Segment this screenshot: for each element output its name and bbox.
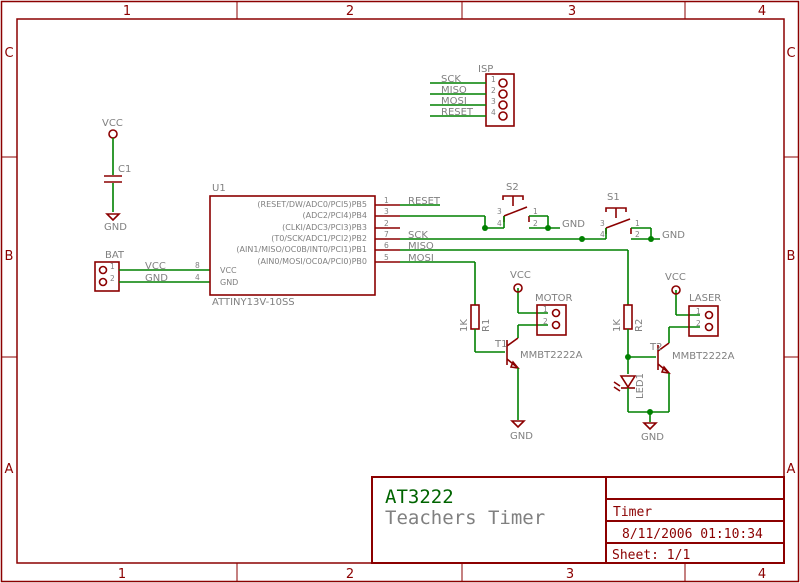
row-label-right: A: [787, 462, 796, 477]
row-label-left: C: [4, 46, 13, 61]
column-label-bottom: 1: [118, 567, 126, 582]
column-label-bottom: 4: [758, 567, 766, 582]
battery-connector: BAT 1 2 VCC GND 8 4: [94, 250, 210, 292]
u1-net-miso: MISO: [408, 241, 434, 252]
u1-pin-num: 5: [384, 253, 389, 262]
s1-ref: S1: [607, 192, 620, 203]
row-label-left: A: [5, 462, 14, 477]
project-subtitle: Teachers Timer: [385, 507, 545, 529]
led1-ref: LED1: [635, 373, 646, 399]
bat-pin-1: 1: [110, 262, 115, 271]
u1-net-sck: SCK: [408, 230, 428, 241]
laser-pin-1: 1: [696, 307, 701, 316]
u1-pin-num: 6: [384, 241, 389, 250]
u1-pin-8: 8: [195, 261, 200, 270]
row-label-right: B: [787, 249, 796, 264]
u1-net-reset: RESET: [408, 196, 441, 207]
r1-value: 1K: [459, 319, 470, 332]
column-label-bottom: 2: [346, 567, 354, 582]
u1-pin-pb1: (AIN1/MISO/OC0B/INT0/PCI1)PB1: [236, 245, 367, 254]
microcontroller-u1: U1 (RESET/DW/ADC0/PCI5)PB5 (ADC2/PCI4)PB…: [209, 183, 628, 308]
isp-net-mosi: MOSI: [441, 96, 467, 107]
isp-header: ISP SCK MISO MOSI RESET 1 2 3 4: [430, 64, 515, 127]
project-title: AT3222: [385, 486, 454, 508]
c1-vcc-label: VCC: [102, 118, 123, 129]
column-label-top: 2: [346, 4, 354, 19]
title-block: AT3222 Teachers Timer Timer 8/11/2006 01…: [371, 476, 785, 564]
column-label-bottom: 3: [566, 567, 574, 582]
column-label-top: 1: [123, 4, 131, 19]
motor-pin-2: 2: [543, 317, 548, 326]
isp-pin-2: 2: [491, 86, 496, 95]
laser-pin-2: 2: [696, 319, 701, 328]
isp-pin-4: 4: [491, 108, 496, 117]
u1-pin-num: 7: [384, 230, 389, 239]
u1-part-number: ATTINY13V-10SS: [212, 297, 295, 308]
u1-power-gnd: GND: [220, 278, 238, 287]
bat-net-gnd: GND: [145, 273, 168, 284]
r2-ref: R2: [634, 319, 645, 332]
u1-pin-4: 4: [195, 273, 200, 282]
switch-s1: S1 3 1 4 2 GND: [579, 192, 685, 242]
bat-ref: BAT: [105, 250, 125, 261]
s2-pin: 2: [533, 219, 538, 228]
column-label-top: 3: [568, 4, 576, 19]
s2-gnd-label: GND: [562, 219, 585, 230]
capacitor-c1: VCC C1 GND: [102, 118, 131, 233]
bat-net-vcc: VCC: [145, 261, 166, 272]
isp-pin-3: 3: [491, 97, 496, 106]
bat-pin-2: 2: [110, 274, 115, 283]
sheet-name: Timer: [613, 505, 652, 520]
isp-net-sck: SCK: [441, 74, 461, 85]
u1-pin-pb4: (ADC2/PCI4)PB4: [302, 211, 367, 220]
motor-driver: 1K R1 T1 MMBT2222A VCC MOTOR 1 2 GND: [459, 262, 583, 442]
s1-pin: 4: [600, 230, 605, 239]
t1-ref: T1: [494, 339, 507, 350]
u1-net-mosi: MOSI: [408, 253, 434, 264]
u1-pin-num: 1: [384, 196, 389, 205]
row-label-left: B: [5, 249, 14, 264]
motor-gnd-label: GND: [510, 431, 533, 442]
s2-ref: S2: [506, 182, 519, 193]
s1-gnd-label: GND: [662, 230, 685, 241]
s2-pin: 4: [497, 219, 502, 228]
c1-ref: C1: [118, 164, 131, 175]
motor-pin-1: 1: [543, 305, 548, 314]
u1-pin-pb5: (RESET/DW/ADC0/PCI5)PB5: [257, 200, 367, 209]
s1-pin: 3: [600, 219, 605, 228]
isp-pin-1: 1: [491, 75, 496, 84]
isp-ref: ISP: [478, 64, 493, 75]
u1-pin-pb3: (CLKI/ADC3/PCI3)PB3: [282, 223, 367, 232]
laser-vcc-label: VCC: [665, 272, 686, 283]
column-label-top: 4: [758, 4, 766, 19]
motor-ref: MOTOR: [535, 293, 572, 304]
row-label-right: C: [786, 46, 795, 61]
s1-pin: 2: [635, 230, 640, 239]
u1-power-vcc: VCC: [220, 266, 237, 275]
laser-driver: 1K R2 LED1 T2 MMBT2222A VCC LASER 1: [612, 250, 735, 443]
laser-gnd-label: GND: [641, 432, 664, 443]
laser-ref: LASER: [689, 293, 721, 304]
c1-gnd-label: GND: [104, 222, 127, 233]
t1-part: MMBT2222A: [520, 350, 583, 361]
s2-pin: 3: [497, 207, 502, 216]
t2-part: MMBT2222A: [672, 351, 735, 362]
u1-pin-pb2: (T0/SCK/ADC1/PCI2)PB2: [271, 234, 367, 243]
isp-net-reset: RESET: [441, 107, 474, 118]
u1-pin-num: 3: [384, 207, 389, 216]
t2-ref: T2: [649, 342, 662, 353]
isp-net-miso: MISO: [441, 85, 467, 96]
s2-pin: 1: [533, 207, 538, 216]
switch-s2: S2 3 1 4 2 GND: [482, 182, 585, 231]
u1-pin-num: 2: [384, 219, 389, 228]
sheet-number: Sheet: 1/1: [612, 548, 690, 563]
s1-pin: 1: [635, 219, 640, 228]
motor-vcc-label: VCC: [510, 270, 531, 281]
u1-ref: U1: [212, 183, 226, 194]
r2-value: 1K: [612, 319, 623, 332]
sheet-date: 8/11/2006 01:10:34: [622, 527, 763, 542]
u1-pin-pb0: (AIN0/MOSI/OC0A/PCI0)PB0: [257, 257, 367, 266]
r1-ref: R1: [481, 319, 492, 332]
